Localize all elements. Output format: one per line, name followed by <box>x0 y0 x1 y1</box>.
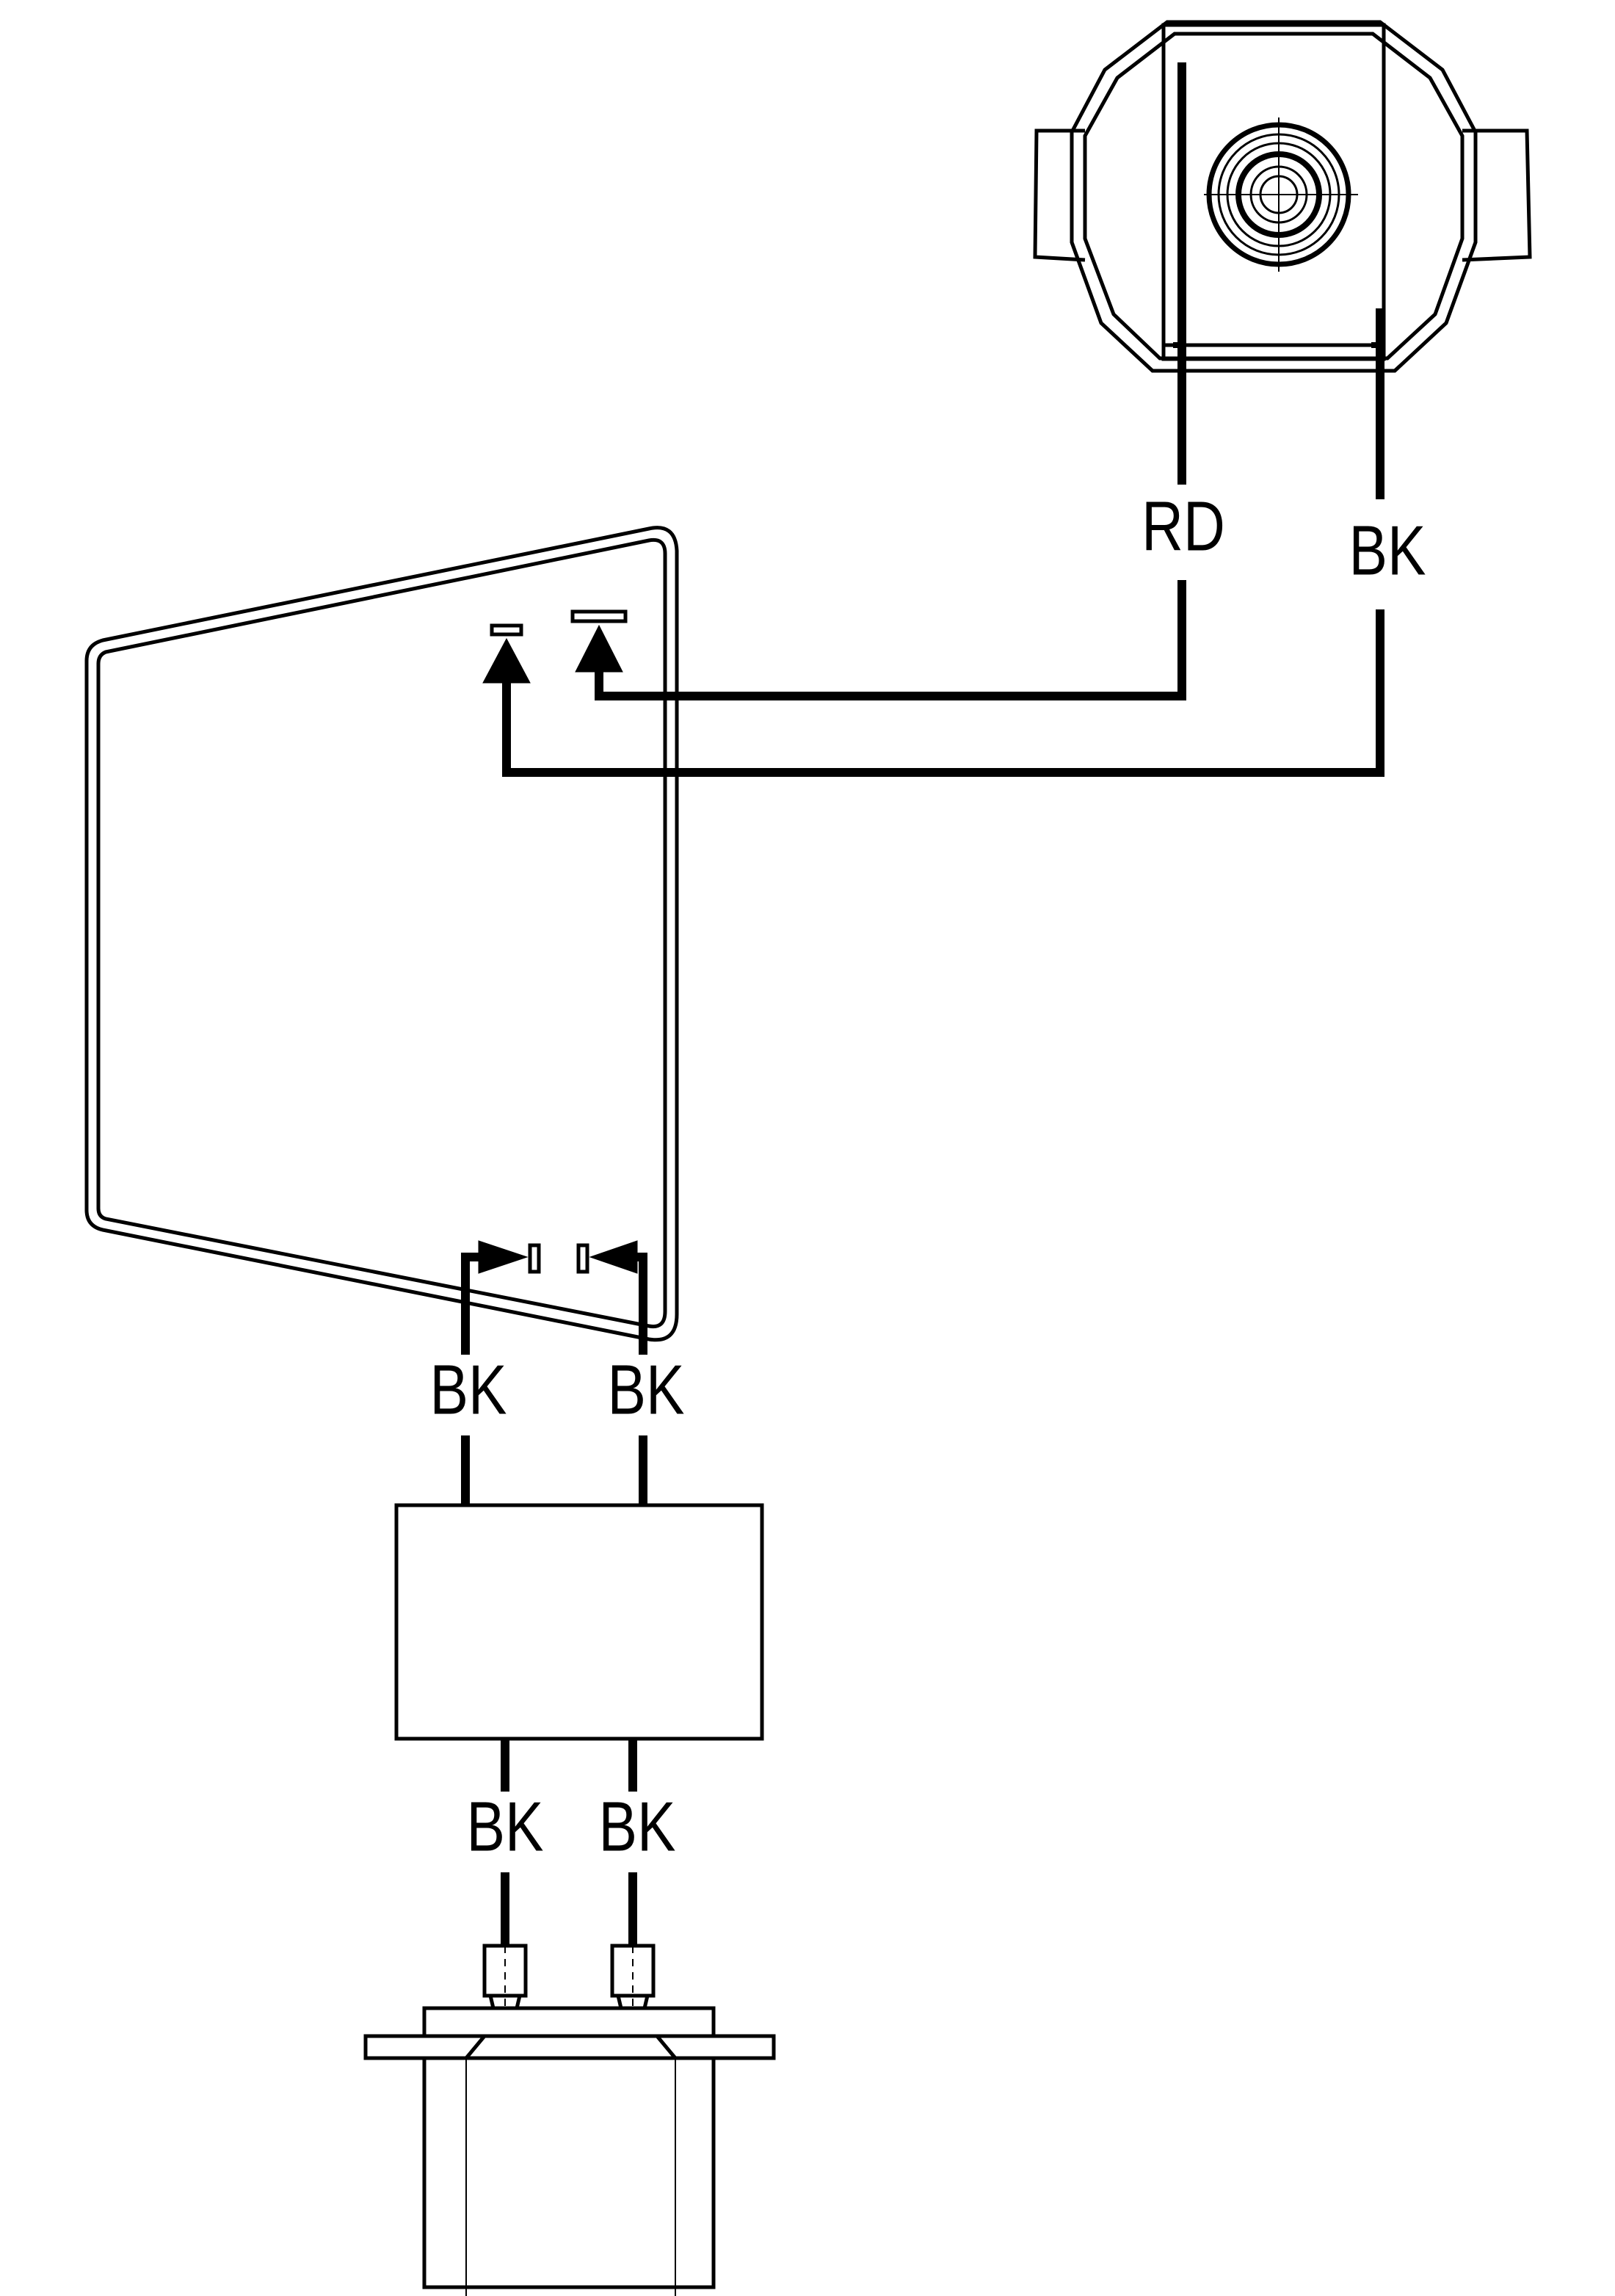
filter-block <box>394 1503 764 1741</box>
wire-bk-top-lower <box>502 609 1384 777</box>
terminal-pad-left <box>490 623 523 637</box>
wire-label-bk-low-left: BK <box>467 1787 544 1866</box>
lamp-socket-component <box>1033 20 1532 373</box>
wire-label-bk-top: BK <box>1349 511 1426 590</box>
wire-label-rd: RD <box>1142 487 1225 565</box>
wire-label-bk-mid-right: BK <box>608 1350 685 1429</box>
wire-bk-mid-left-upper <box>461 1253 482 1355</box>
bottom-connector <box>363 1944 776 2296</box>
module-bottom-terminals <box>478 1240 638 1274</box>
wire-label-bk-low-right: BK <box>599 1787 676 1866</box>
wire-bk-mid-right-upper <box>636 1253 647 1355</box>
terminal-pad-right <box>570 609 628 623</box>
terminal-pad-bottom-right <box>576 1243 589 1274</box>
wire-rd-lower <box>595 580 1186 700</box>
module-top-terminals <box>482 609 628 684</box>
wire-labels: RD BK BK BK BK BK <box>430 487 1426 1866</box>
wire-label-bk-mid-left: BK <box>430 1350 507 1429</box>
terminal-pad-bottom-left <box>528 1243 541 1274</box>
control-module <box>84 526 679 1342</box>
wires <box>461 62 1384 1946</box>
